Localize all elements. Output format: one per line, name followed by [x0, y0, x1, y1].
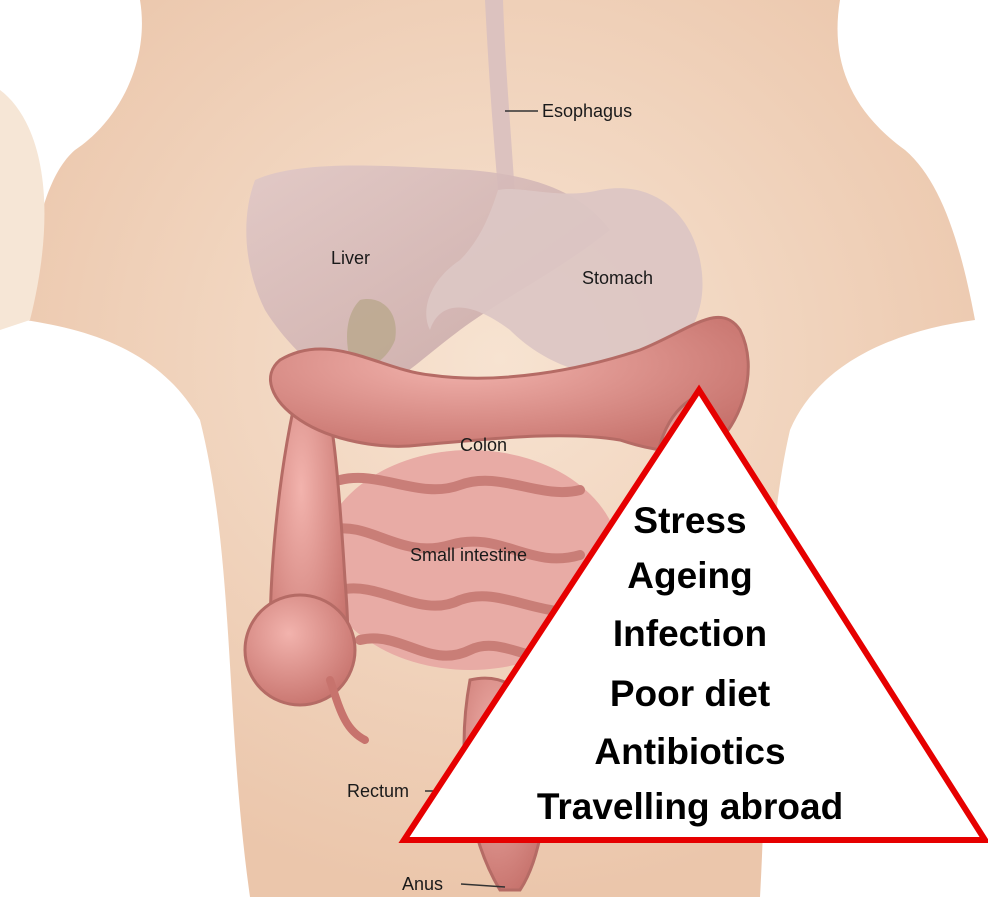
stomach-label: Stomach: [582, 268, 653, 289]
anus-label: Anus: [402, 874, 443, 895]
risk-factor-travelling-abroad: Travelling abroad: [500, 788, 880, 825]
liver-label: Liver: [331, 248, 370, 269]
risk-factor-infection: Infection: [500, 615, 880, 652]
risk-factor-ageing: Ageing: [500, 557, 880, 594]
esophagus-label: Esophagus: [542, 101, 632, 122]
colon-label: Colon: [460, 435, 507, 456]
risk-factor-stress: Stress: [500, 502, 880, 539]
risk-factor-antibiotics: Antibiotics: [500, 733, 880, 770]
rectum-label: Rectum: [347, 781, 409, 802]
risk-factor-poor-diet: Poor diet: [500, 675, 880, 712]
